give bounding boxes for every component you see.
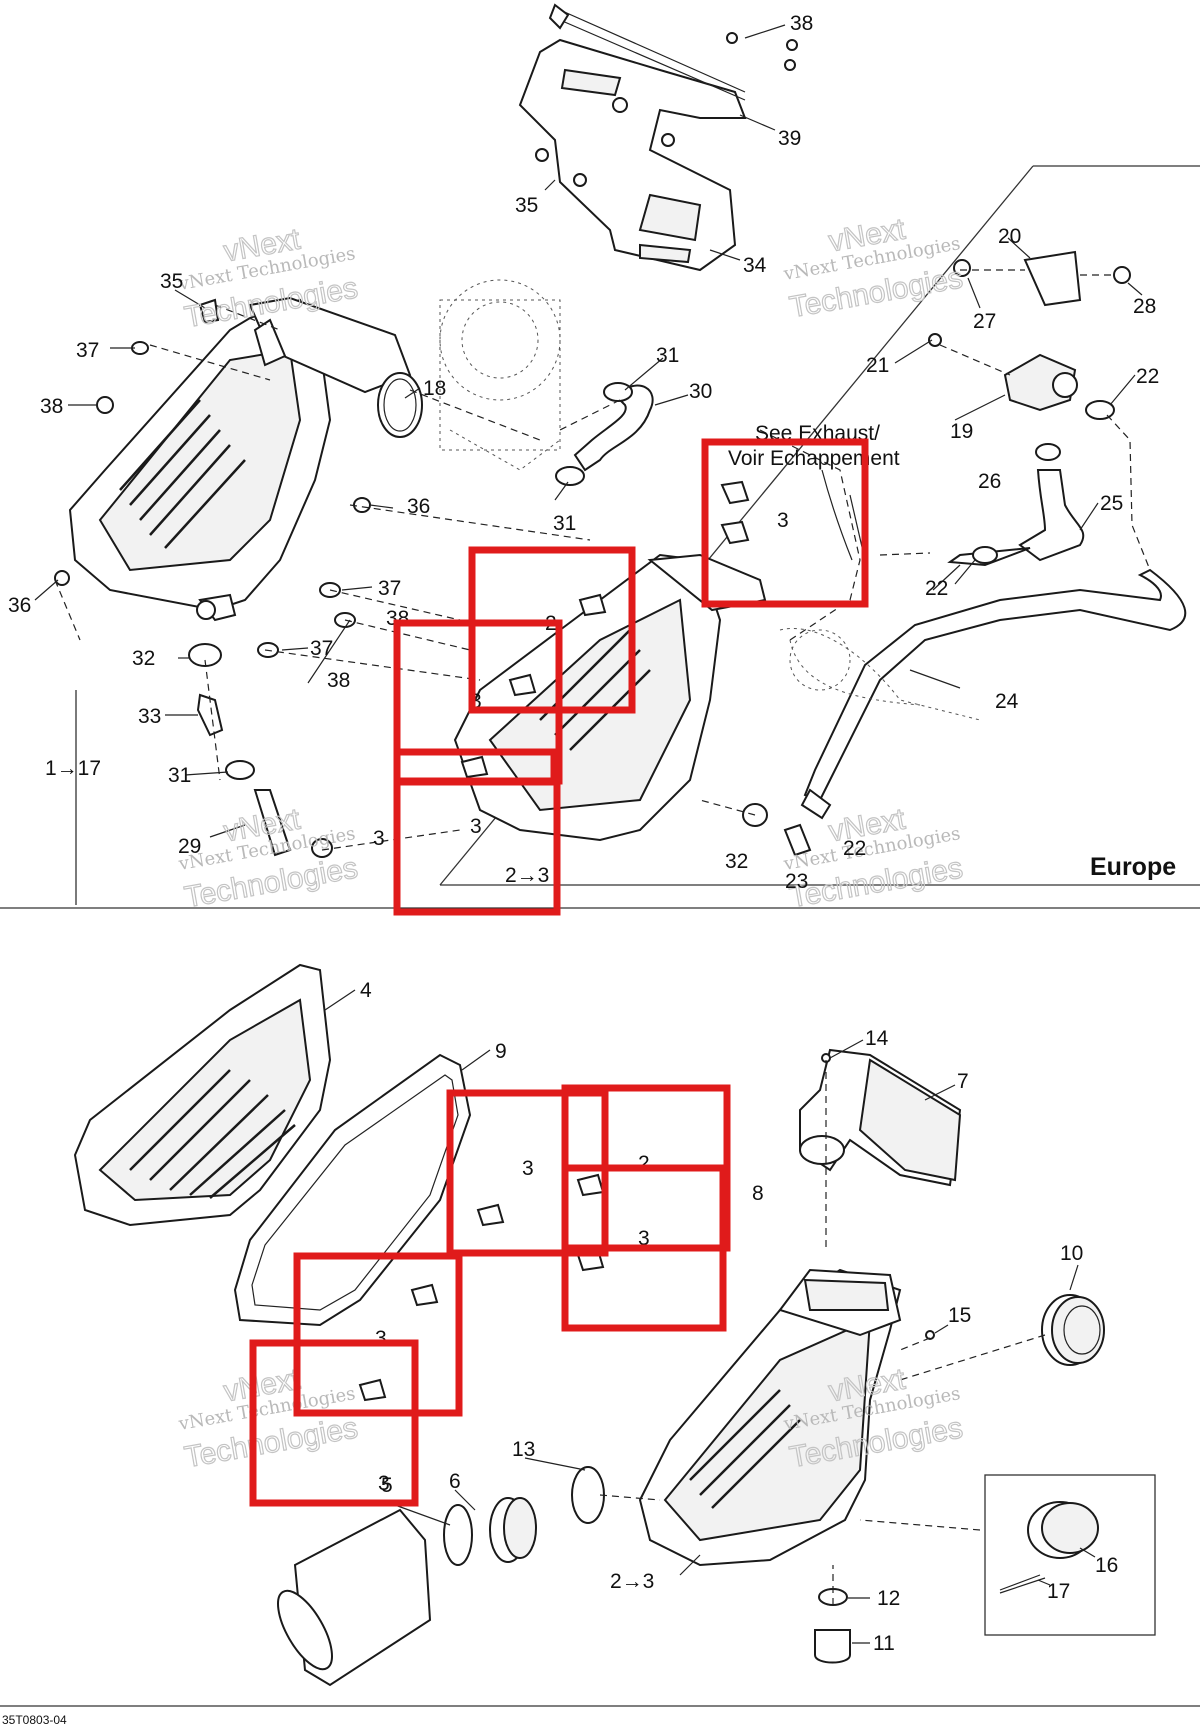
callout: 25: [1100, 492, 1123, 515]
callout: 36: [8, 594, 31, 617]
callout: 22: [1136, 365, 1159, 388]
note-line2: Voir Echappement: [728, 447, 900, 470]
callout: 9: [495, 1040, 507, 1063]
callout: 36: [407, 495, 430, 518]
bottom-assembly: [73, 963, 1156, 1687]
callout: 38: [327, 669, 350, 692]
air-filter-assembly: [277, 1466, 605, 1687]
callout: 28: [1133, 295, 1156, 318]
callout: 7: [957, 1070, 969, 1093]
leader-lines: [34, 24, 1143, 1644]
assembly-lines-bottom: [599, 1060, 1046, 1605]
intake-duct-7: [799, 1048, 962, 1187]
highlight-boxes: [249, 438, 869, 1507]
callout: 22: [925, 577, 948, 600]
clamp-18: [377, 372, 423, 438]
callout: 16: [1095, 1554, 1118, 1577]
callout: 3: [373, 827, 385, 850]
callout: 1→17: [45, 757, 101, 780]
highlight-box: [446, 1089, 609, 1257]
callout: 38: [40, 395, 63, 418]
highlight-box: [701, 438, 869, 608]
hose-30: [573, 384, 654, 472]
airbox-top-center: [453, 553, 767, 842]
callout: 3: [375, 1327, 387, 1350]
highlight-box: [468, 546, 636, 714]
highlight-box: [293, 1252, 463, 1417]
callout: 2→3: [610, 1570, 654, 1593]
callout: 32: [725, 850, 748, 873]
callout: 31: [553, 512, 576, 535]
callout: 5: [381, 1474, 393, 1497]
callout: 3: [638, 1227, 650, 1250]
callout: 24: [995, 690, 1019, 713]
callout: 33: [138, 705, 161, 728]
callout: 3: [522, 1157, 534, 1180]
highlight-box: [561, 1164, 727, 1332]
callout: 29: [178, 835, 201, 858]
callout: 32: [132, 647, 155, 670]
coupling-10: [1041, 1294, 1105, 1366]
callout: 3: [470, 690, 482, 713]
airbox-top-left: [68, 296, 412, 622]
callout: 12: [877, 1587, 900, 1610]
highlight-box: [393, 778, 561, 916]
callout: 27: [973, 310, 996, 333]
callout: 6: [449, 1470, 461, 1493]
callouts-bottom: 4 9 14 7 8 10 15 3 2 3 3 3 5 6 13 16 17 …: [2, 979, 1118, 1727]
callout: 8: [752, 1182, 764, 1205]
airbox-cover-4: [73, 963, 332, 1227]
callout: 35: [160, 270, 183, 293]
top-small-parts: [54, 298, 812, 858]
assembly-lines-top: [54, 269, 1115, 851]
callout: 2→3: [505, 864, 549, 887]
callout: 15: [948, 1304, 971, 1327]
callout: 37: [76, 339, 99, 362]
callout: 35: [515, 194, 538, 217]
callout: 11: [873, 1632, 895, 1655]
callout: 31: [168, 764, 191, 787]
callout: 18: [423, 377, 446, 400]
callout: 14: [865, 1027, 889, 1050]
callout: 26: [978, 470, 1001, 493]
callout: 37: [310, 637, 333, 660]
callout: 13: [512, 1438, 535, 1461]
carburetor-ghost: [439, 279, 561, 471]
callout: 37: [378, 577, 401, 600]
callout: 10: [1060, 1242, 1083, 1265]
callout: 2: [638, 1152, 650, 1175]
inset-box: [984, 1474, 1156, 1636]
note-arrow: [821, 469, 853, 561]
callout: 17: [1047, 1580, 1070, 1603]
heat-shield-bracket: [518, 3, 798, 272]
callout: 23: [785, 870, 808, 893]
callout: 20: [998, 225, 1021, 248]
callout: 3: [470, 815, 482, 838]
callout: 34: [743, 254, 767, 277]
drawing-code: 35T0803-04: [2, 1713, 67, 1727]
callout: 31: [656, 344, 679, 367]
callout: 30: [689, 380, 712, 403]
callout: 22: [843, 837, 866, 860]
highlight-box: [249, 1339, 419, 1507]
air-valve-assembly: [800, 250, 1187, 820]
callout: 19: [950, 420, 973, 443]
callout: 3: [777, 509, 789, 532]
airbox-base-bottom: [638, 1268, 902, 1567]
callout: 21: [866, 354, 889, 377]
callout: 3: [378, 1472, 390, 1495]
callout: 38: [790, 12, 813, 35]
callout: 4: [360, 979, 372, 1002]
callout: 39: [778, 127, 801, 150]
engine-ghost: [779, 628, 981, 721]
region-label: Europe: [1090, 853, 1176, 881]
top-assembly: [54, 3, 1187, 858]
clips: [358, 480, 750, 1402]
